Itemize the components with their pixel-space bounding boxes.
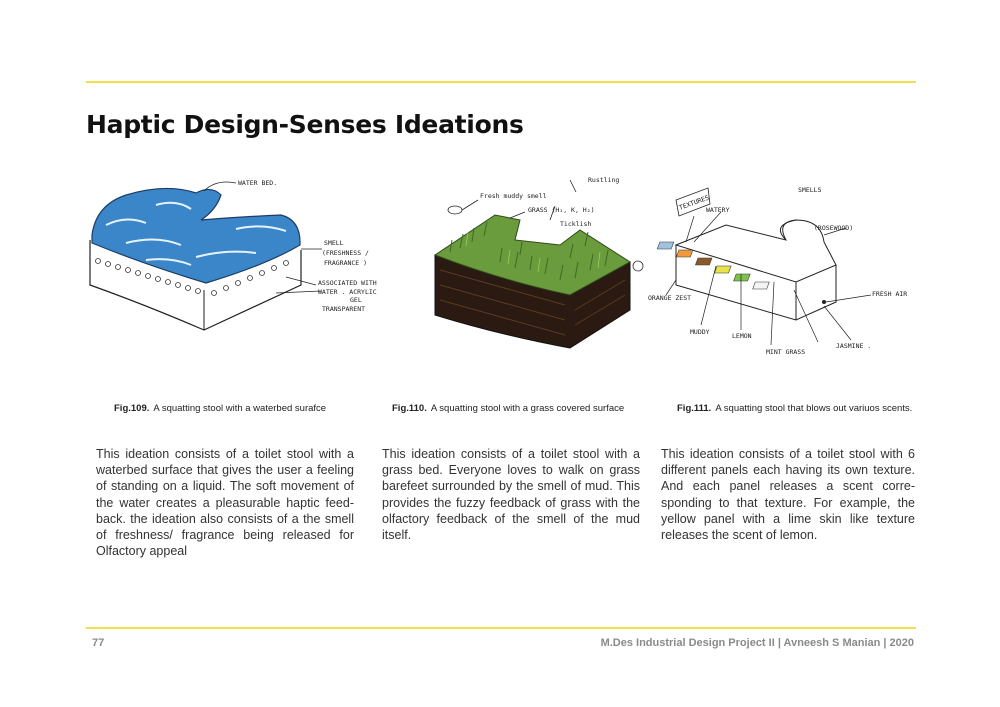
annotation-watery: WATERY (706, 206, 730, 214)
figure-caption: Fig.110.A squatting stool with a grass c… (392, 403, 624, 414)
annotation-water-bed: WATER BED. (238, 179, 277, 187)
annotation-gel: GEL (350, 296, 362, 304)
annotation-fresh-muddy-smell: Fresh muddy smell (480, 192, 547, 200)
annotation-rosewood: (ROSEWOOD) (814, 224, 853, 232)
figure-caption-text: A squatting stool with a grass covered s… (430, 403, 625, 414)
top-divider (86, 81, 916, 83)
annotation-transparent: TRANSPARENT (322, 305, 365, 313)
figure-caption: Fig.109.A squatting stool with a waterbe… (114, 403, 326, 414)
description-grass: This ideation consists of a toilet stool… (382, 447, 640, 543)
annotation-muddy: MUDDY (690, 328, 710, 336)
annotation-jasmine: JASMINE . (836, 342, 871, 350)
annotation-mint-grass: MINT GRASS (766, 348, 805, 356)
annotation-ticklish: Ticklish (560, 220, 591, 228)
annotation-smell: SMELL (324, 239, 344, 247)
annotation-grass: GRASS (H₁, K, H₂) (528, 206, 595, 214)
figure-number: Fig.111. (677, 403, 712, 414)
figure-number: Fig.110. (392, 403, 427, 414)
figure-number: Fig.109. (114, 403, 150, 414)
bottom-divider (86, 627, 916, 629)
footer-credit: M.Des Industrial Design Project II | Avn… (600, 637, 914, 649)
page-number: 77 (92, 637, 105, 649)
annotation-fragrance: FRAGRANCE ) (324, 259, 367, 267)
scent-stool-sketch: TEXTURES WATERY SMELLS (ROSEWOOD) ORANGE… (646, 170, 916, 360)
waterbed-stool-sketch: WATER BED. SMELL (FRESHNESS / FRAGRANCE … (86, 165, 386, 340)
annotation-orange-zest: ORANGE ZEST (648, 294, 691, 302)
grass-stool-sketch: Fresh muddy smell GRASS (H₁, K, H₂) Rust… (400, 170, 650, 355)
figure-caption-text: A squatting stool with a waterbed surafc… (153, 403, 327, 414)
annotation-rustling: Rustling (588, 176, 619, 184)
description-scents: This ideation consists of a toilet stool… (661, 447, 915, 543)
annotation-freshness: (FRESHNESS / (322, 249, 369, 257)
annotation-acrylic: WATER . ACRYLIC (318, 288, 377, 296)
annotation-lemon: LEMON (732, 332, 752, 340)
figure-caption: Fig.111.A squatting stool that blows out… (677, 403, 912, 414)
annotation-smells: SMELLS (798, 186, 822, 194)
page-title: Haptic Design-Senses Ideations (86, 110, 524, 139)
description-waterbed: This ideation consists of a toilet stool… (96, 447, 354, 559)
annotation-associated: ASSOCIATED WITH (318, 279, 377, 287)
figure-caption-text: A squatting stool that blows out variuos… (715, 403, 913, 414)
annotation-fresh-air: FRESH AIR (872, 290, 907, 298)
